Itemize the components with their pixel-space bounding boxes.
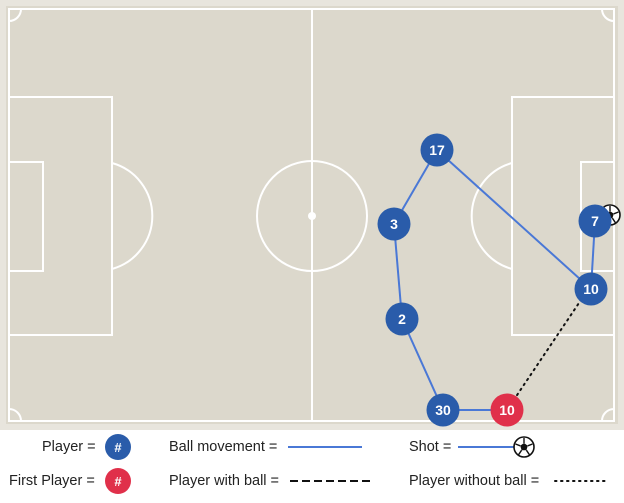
legend-shot-label: Shot = [409, 439, 452, 455]
player-marker: 17 [420, 133, 454, 167]
legend-player-hash: # [114, 440, 122, 455]
corner-arc-bottom-left [8, 408, 22, 422]
player-number: 3 [390, 216, 398, 232]
legend-first-player-label: First Player = [9, 473, 95, 489]
legend-first-player-symbol: # [105, 468, 131, 494]
legend-player-label: Player = [42, 439, 96, 455]
legend-first-player-hash: # [114, 474, 122, 489]
legend-player-with-ball-line [290, 480, 372, 482]
legend-player-without-ball-line [554, 480, 609, 482]
legend-player-symbol: # [105, 434, 131, 460]
legend-ball-movement-label: Ball movement = [169, 439, 278, 455]
legend-shot-symbol [458, 436, 535, 458]
player-without-ball-run [506, 296, 584, 411]
player-marker: 3 [377, 207, 411, 241]
pass-line [436, 149, 592, 290]
player-marker: 2 [385, 302, 419, 336]
legend-player-without-ball-label: Player without ball = [409, 473, 540, 489]
first-player-marker: 10 [490, 393, 524, 427]
player-number: 10 [499, 402, 515, 418]
player-number: 7 [591, 213, 599, 229]
player-number: 30 [435, 402, 451, 418]
player-number: 17 [429, 142, 445, 158]
legend-player-with-ball-label: Player with ball = [169, 473, 280, 489]
player-marker: 10 [574, 272, 608, 306]
player-number: 10 [583, 281, 599, 297]
legend-ball-movement-line [288, 446, 362, 448]
right-penalty-arc [470, 162, 513, 270]
player-marker: 7 [578, 204, 612, 238]
corner-arc-top-left [8, 8, 22, 22]
football-pitch: 17 3 2 30 10 10 7 [0, 0, 624, 430]
left-penalty-arc [111, 162, 154, 270]
football-icon [513, 436, 535, 458]
left-six-yard-box [8, 161, 44, 272]
pass-line [401, 318, 444, 411]
corner-arc-bottom-right [601, 408, 615, 422]
player-number: 2 [398, 311, 406, 327]
centre-spot [308, 212, 316, 220]
centre-circle [256, 160, 368, 272]
player-marker: 30 [426, 393, 460, 427]
corner-arc-top-right [601, 8, 615, 22]
